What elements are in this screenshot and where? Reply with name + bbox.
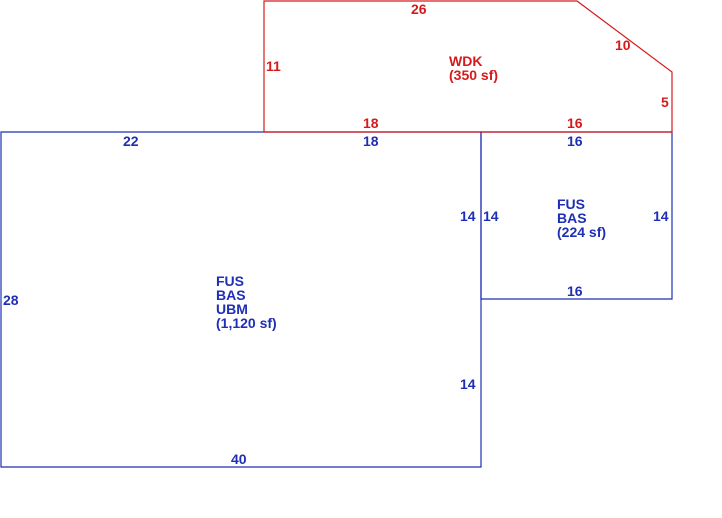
side-area: (224 sf) xyxy=(557,224,606,240)
main-dim-top-left: 22 xyxy=(123,133,139,149)
deck-code: WDK xyxy=(449,53,482,69)
side-code-2: BAS xyxy=(557,210,587,226)
deck-dim-bottom-left: 18 xyxy=(363,115,379,131)
side-dim-left: 14 xyxy=(483,208,499,224)
deck-dim-diagonal: 10 xyxy=(615,37,631,53)
side-dim-bottom: 16 xyxy=(567,283,583,299)
main-dim-top-right: 18 xyxy=(363,133,379,149)
deck-outline xyxy=(263,0,673,133)
main-code-2: BAS xyxy=(216,287,246,303)
side-code-1: FUS xyxy=(557,196,585,212)
deck-dim-bottom-right: 16 xyxy=(567,115,583,131)
side-dim-right: 14 xyxy=(653,208,669,224)
deck-dim-right: 5 xyxy=(661,94,669,110)
main-dim-bottom: 40 xyxy=(231,451,247,467)
deck-dim-top: 26 xyxy=(411,1,427,17)
main-code-3: UBM xyxy=(216,301,248,317)
side-dim-top: 16 xyxy=(567,133,583,149)
deck-area: (350 sf) xyxy=(449,67,498,83)
main-dim-right-upper: 14 xyxy=(460,208,476,224)
deck-dim-left: 11 xyxy=(266,58,281,74)
main-dim-right-lower: 14 xyxy=(460,376,476,392)
main-code-1: FUS xyxy=(216,273,244,289)
main-dim-left: 28 xyxy=(3,292,19,308)
main-area: (1,120 sf) xyxy=(216,315,277,331)
